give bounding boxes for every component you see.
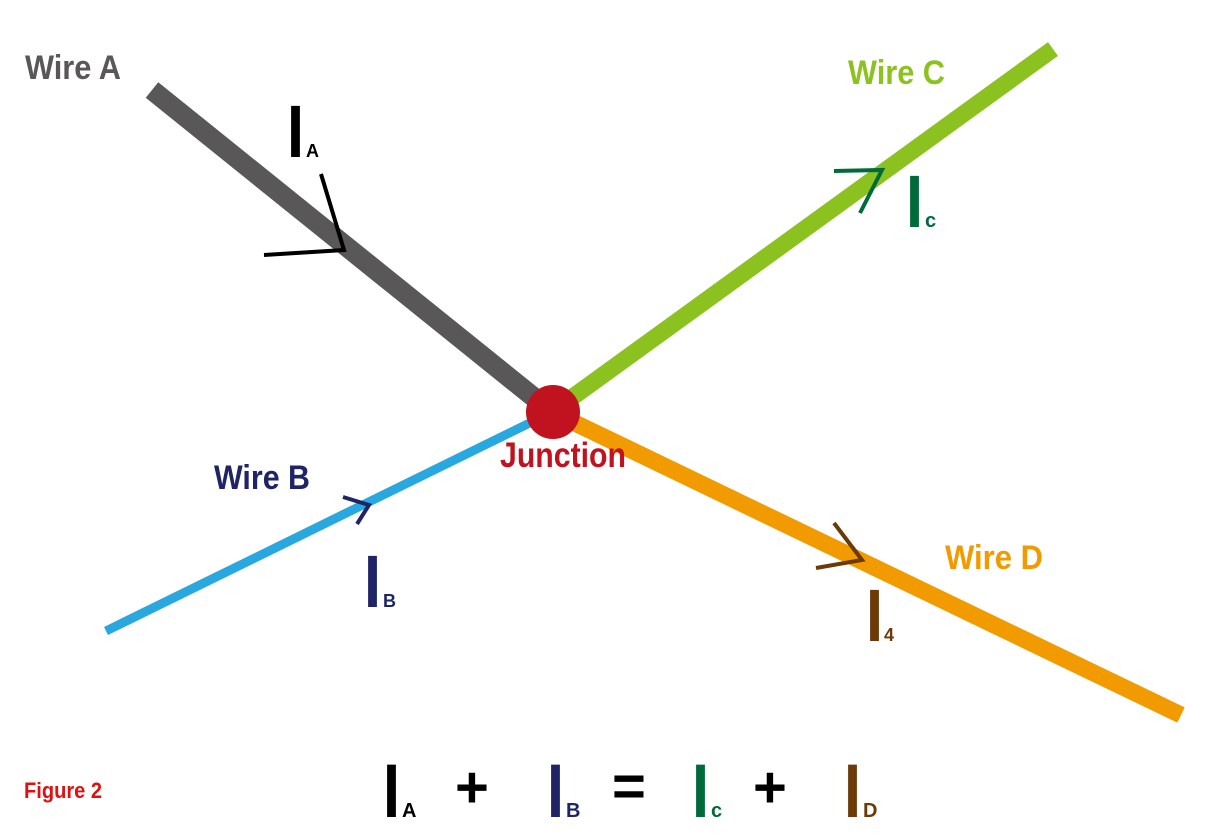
wire-c-label: Wire C: [848, 54, 945, 92]
current-label-b-subscript: B: [383, 591, 396, 611]
equation-equals: =: [612, 754, 646, 819]
wire-d: [548, 404, 1185, 723]
equation-term-1: I: [383, 749, 400, 834]
current-arrow-b: [342, 495, 373, 526]
current-arrow-a: [263, 173, 347, 257]
current-arrow-c: [833, 167, 886, 214]
equation-plus-1: +: [455, 755, 489, 820]
current-label-c: I: [906, 160, 923, 243]
wire-a-label: Wire A: [25, 49, 121, 87]
equation-plus-2: +: [753, 755, 787, 820]
current-label-a-subscript: A: [306, 141, 319, 161]
equation-term-2: I: [547, 749, 564, 834]
equation-term-3: I: [692, 749, 709, 834]
current-label-d-subscript: 4: [884, 625, 894, 645]
figure-caption: Figure 2: [24, 778, 102, 803]
wire-b: [104, 407, 554, 636]
current-label-b: I: [364, 540, 381, 623]
equation-term-4-subscript: D: [863, 800, 877, 822]
wire-c: [547, 42, 1058, 419]
wire-a: [145, 82, 559, 420]
current-label-d: I: [866, 574, 883, 657]
wire-d-label: Wire D: [945, 539, 1043, 577]
equation-term-1-subscript: A: [402, 800, 416, 822]
kcl-equation: I A + I B = I c + I D: [383, 749, 877, 834]
wire-b-label: Wire B: [214, 459, 310, 497]
equation-term-2-subscript: B: [566, 800, 580, 822]
current-arrow-d: [815, 521, 866, 570]
current-label-a: I: [287, 90, 304, 173]
current-label-c-subscript: c: [925, 210, 936, 232]
equation-term-3-subscript: c: [711, 800, 722, 822]
equation-term-4: I: [844, 749, 861, 834]
junction-label: Junction: [500, 436, 626, 475]
junction-node: [526, 385, 580, 439]
